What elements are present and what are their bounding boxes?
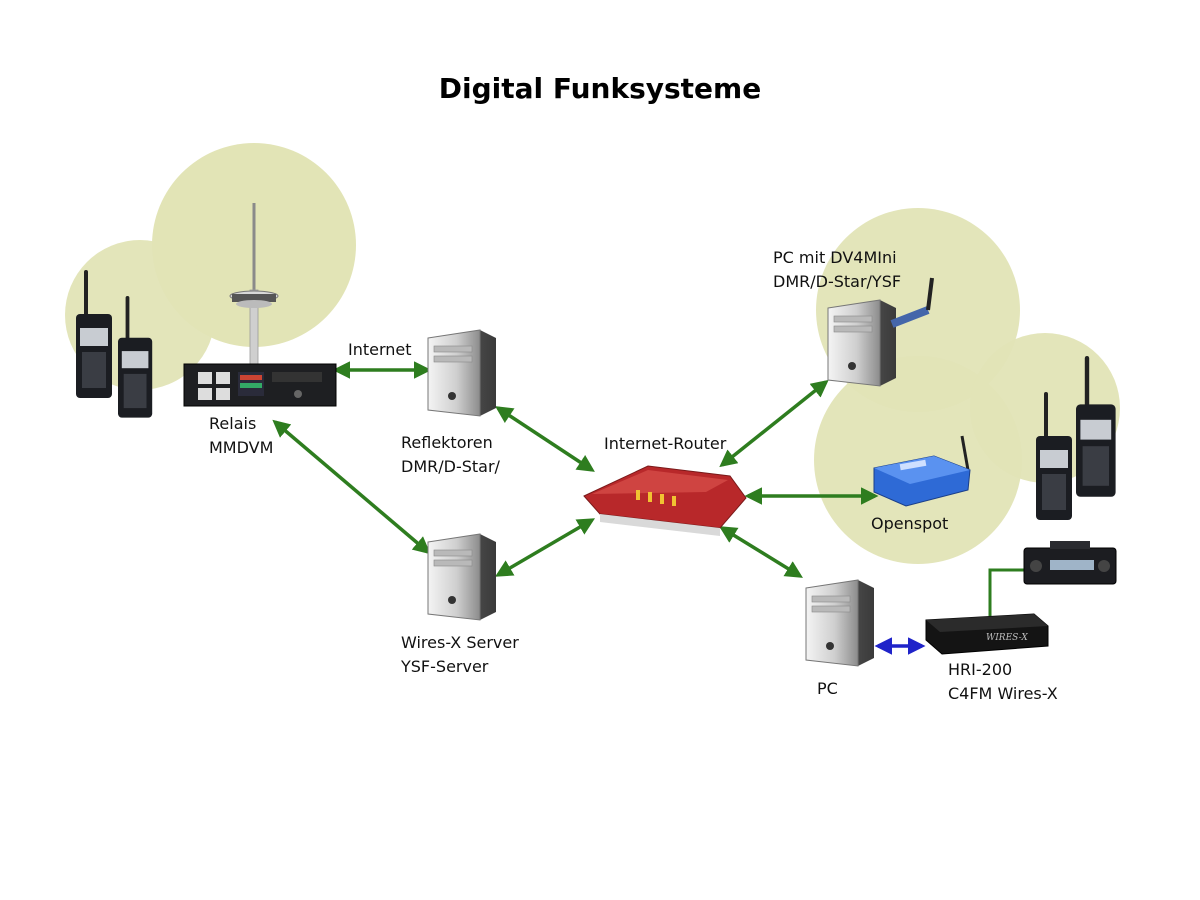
label-pc-dv4mini: PC mit DV4MIni DMR/D-Star/YSF	[773, 246, 901, 294]
mobile-radio-icon	[1023, 541, 1117, 585]
link-router-pc	[719, 526, 803, 578]
link-hri200-mobile-radio	[988, 568, 1024, 617]
label-openspot: Openspot	[871, 514, 949, 533]
label-repeater-line1: Relais	[209, 414, 257, 433]
label-router: Internet-Router	[604, 434, 727, 453]
link-label-internet: Internet	[348, 340, 412, 359]
label-pc: PC	[817, 679, 838, 698]
label-pc-dv4mini-line2: DMR/D-Star/YSF	[773, 272, 902, 291]
link-wiresx-router	[494, 518, 596, 577]
label-reflectors-line1: Reflektoren	[401, 433, 493, 452]
label-wiresx-server-line2: YSF-Server	[401, 657, 489, 676]
label-hri200-line1: HRI-200	[948, 660, 1013, 679]
hotspot-icon	[873, 435, 971, 507]
link-router-dv4mini	[719, 379, 829, 468]
server-icon	[427, 329, 497, 417]
svg-text:WIRES-X: WIRES-X	[986, 633, 1028, 643]
link-reflectors-router	[495, 406, 595, 472]
hri-200-icon: WIRES-X	[925, 613, 1049, 655]
connections	[272, 361, 1024, 655]
label-repeater-line2: MMDVM	[209, 438, 274, 457]
diagram-title: Digital Funksysteme	[438, 72, 762, 105]
server-icon	[827, 277, 934, 387]
label-wiresx-server: Wires-X Server YSF-Server	[401, 631, 519, 679]
router-icon	[583, 465, 747, 536]
label-reflectors: Reflektoren DMR/D-Star/	[401, 431, 500, 479]
label-hri200-line2: C4FM Wires-X	[948, 684, 1058, 703]
label-wiresx-server-line1: Wires-X Server	[401, 633, 519, 652]
label-hri200: HRI-200 C4FM Wires-X	[948, 658, 1058, 706]
link-repeater-wiresx	[272, 419, 431, 555]
server-icon	[427, 533, 497, 621]
label-reflectors-line2: DMR/D-Star/	[401, 457, 500, 476]
label-repeater: Relais MMDVM	[209, 412, 273, 460]
label-pc-dv4mini-line1: PC mit DV4MIni	[773, 248, 897, 267]
server-icon	[805, 579, 875, 667]
repeater-rack-icon	[183, 363, 337, 407]
